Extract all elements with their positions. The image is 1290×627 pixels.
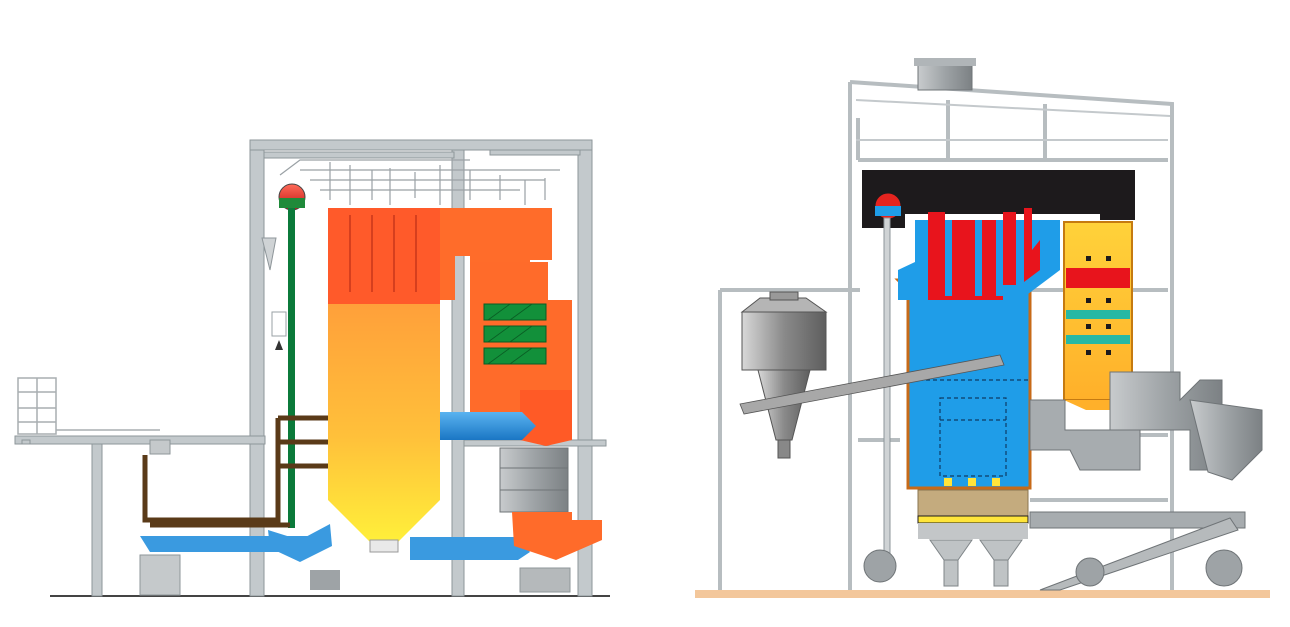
right-ash-conveyor <box>1029 511 1246 529</box>
left-furnace <box>328 300 440 548</box>
left-gauge <box>271 311 287 337</box>
right-back-pass-red-bank <box>1066 268 1130 288</box>
left-separator <box>261 237 277 271</box>
right-windbox <box>918 523 1028 539</box>
right-furnace <box>894 278 1032 490</box>
right-fan-lower-left <box>863 549 897 583</box>
right-back-pass-dots <box>1086 256 1111 355</box>
right-stack-duct <box>1189 399 1263 481</box>
right-back-pass-teal-bank-2 <box>1066 335 1130 344</box>
right-boiler-diagram <box>695 58 1270 598</box>
right-economizer-duct <box>1029 399 1141 471</box>
right-back-pass-teal-bank-1 <box>1066 310 1130 319</box>
left-mill-base <box>149 439 171 455</box>
left-steam-drum <box>278 183 306 211</box>
right-fuel-silo <box>740 291 828 459</box>
left-downcomer-pipe <box>288 208 295 528</box>
right-roof-enclosure <box>862 170 1135 228</box>
right-air-plenum <box>917 515 1029 524</box>
right-ash-chute <box>1039 517 1239 591</box>
right-bed-nozzles <box>944 478 1000 486</box>
left-platen-tubes <box>349 215 417 292</box>
right-superheater-2 <box>1024 208 1040 282</box>
left-air-heater-lines <box>500 467 568 491</box>
right-steam-drum <box>874 192 902 220</box>
left-handrail <box>17 377 160 435</box>
left-boiler-diagram <box>14 139 610 597</box>
right-furnace-internals <box>912 379 1028 477</box>
left-air-heater <box>499 447 569 513</box>
left-air-duct-right <box>410 537 530 560</box>
right-roof-truss <box>855 99 1171 141</box>
left-fan-2 <box>519 567 571 593</box>
up-arrow-icon <box>275 340 283 350</box>
right-roof-vent <box>917 61 973 91</box>
left-outlet-duct <box>512 512 602 560</box>
left-mill <box>139 554 181 596</box>
left-economizer-banks <box>483 303 547 365</box>
left-furnace-top <box>328 208 440 304</box>
left-air-inlet <box>268 524 332 562</box>
right-fan-mid <box>1075 557 1105 587</box>
left-fan-1 <box>310 570 340 590</box>
right-ash-hoppers <box>929 539 1023 587</box>
left-top-piping <box>279 159 560 205</box>
left-ash-hopper <box>369 539 399 553</box>
left-economizer-hatching <box>487 303 533 365</box>
left-flue-duct <box>440 412 536 440</box>
left-rear-pass-hopper <box>520 390 572 446</box>
right-roof-vent-cap <box>914 58 976 66</box>
right-ground <box>695 590 1270 598</box>
left-fuel-pipes <box>142 415 328 528</box>
right-feed-conveyor <box>739 354 1005 415</box>
right-downcomer-pipe <box>883 217 891 571</box>
right-superheater <box>928 212 1016 300</box>
right-fan-lower-right <box>1205 549 1243 587</box>
